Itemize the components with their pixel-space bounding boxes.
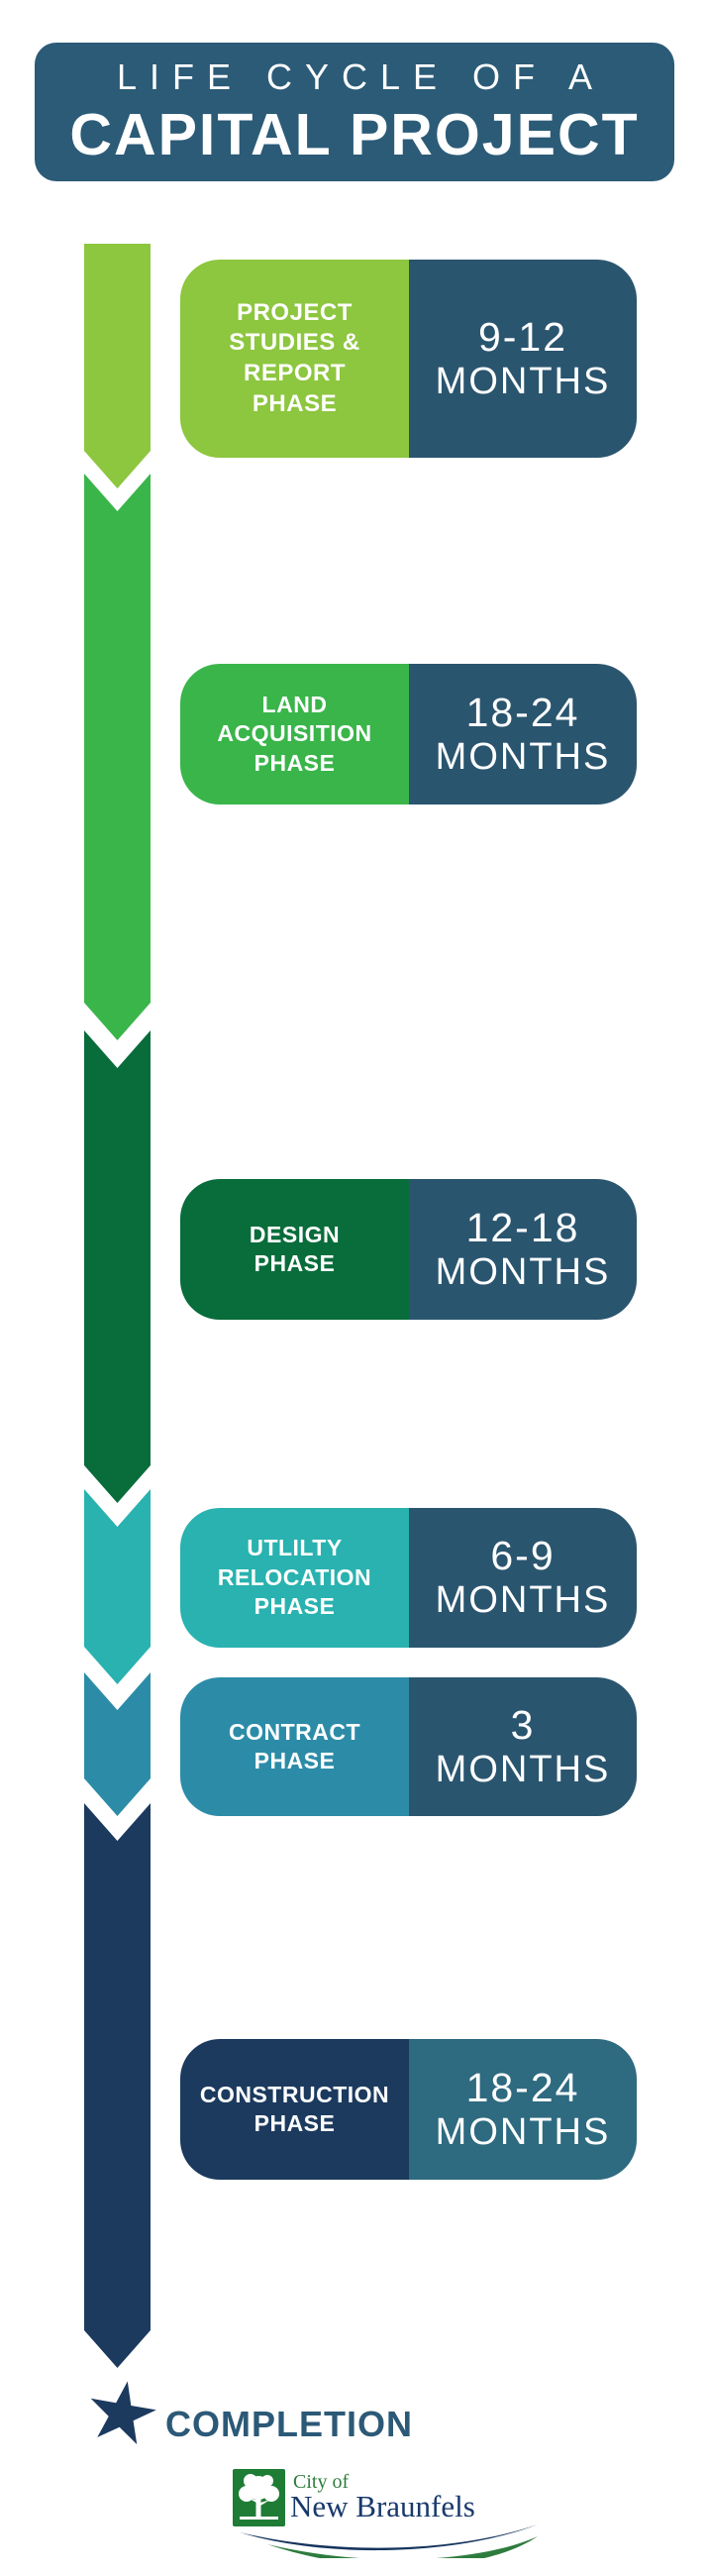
phase-duration-panel: 6-9 MONTHS — [409, 1508, 637, 1648]
phase-card-project-studies: PROJECT STUDIES & REPORT PHASE 9-12 MONT… — [180, 260, 637, 458]
phase-name-line: PHASE — [253, 2110, 336, 2136]
duration-unit: MONTHS — [435, 1748, 611, 1790]
timeline-arrow-segment-6 — [84, 1803, 151, 2368]
phase-card-contract: CONTRACT PHASE 3 MONTHS — [180, 1677, 637, 1816]
phase-name-line: RELOCATION — [217, 1563, 372, 1590]
phase-duration-panel: 12-18 MONTHS — [409, 1179, 637, 1320]
phase-name-panel: CONSTRUCTION PHASE — [180, 2039, 409, 2180]
phase-name-panel: PROJECT STUDIES & REPORT PHASE — [180, 260, 409, 458]
duration-value: 18-24 — [465, 2064, 580, 2110]
phase-name-line: PHASE — [253, 1250, 336, 1276]
duration-unit: MONTHS — [435, 2110, 611, 2153]
duration-unit: MONTHS — [435, 360, 611, 402]
phase-name-line: PHASE — [253, 1593, 336, 1620]
phase-name-panel: CONTRACT PHASE — [180, 1677, 409, 1816]
phase-name-line: ACQUISITION — [217, 720, 372, 747]
timeline-arrow-segment-2 — [84, 474, 151, 1040]
timeline-arrow-segment-3 — [84, 1030, 151, 1503]
phase-duration-panel: 3 MONTHS — [409, 1677, 637, 1816]
completion-label: COMPLETION — [165, 2404, 413, 2444]
title-line2: CAPITAL PROJECT — [69, 101, 640, 167]
phase-name-line: PHASE — [253, 1748, 336, 1773]
phase-name-panel: DESIGN PHASE — [180, 1179, 409, 1320]
phase-name-line: REPORT — [243, 360, 346, 386]
phase-duration-panel: 18-24 MONTHS — [409, 2039, 637, 2180]
phase-name-line: PHASE — [253, 749, 336, 776]
timeline-arrow-segment-5 — [84, 1672, 151, 1816]
phase-name-line: CONSTRUCTION — [199, 2081, 390, 2107]
phase-name-line: UTLILTY — [247, 1535, 343, 1561]
phase-card-construction: CONSTRUCTION PHASE 18-24 MONTHS — [180, 2039, 637, 2180]
duration-value: 6-9 — [490, 1533, 556, 1579]
phase-name-panel: UTLILTY RELOCATION PHASE — [180, 1508, 409, 1648]
city-logo-line1: City of — [293, 2471, 350, 2493]
city-logo-line2: New Braunfels — [290, 2489, 475, 2523]
timeline-arrow-segment-4 — [84, 1489, 151, 1684]
phase-name-line: CONTRACT — [228, 1718, 361, 1745]
duration-value: 12-18 — [465, 1204, 580, 1250]
phase-name-line: DESIGN — [249, 1221, 341, 1247]
phase-name-line: STUDIES & — [229, 329, 360, 357]
city-logo-swoosh — [240, 2524, 538, 2558]
duration-value: 18-24 — [465, 689, 580, 735]
phase-name-panel: LAND ACQUISITION PHASE — [180, 664, 409, 805]
title-line1: LIFE CYCLE OF A — [116, 55, 606, 97]
phase-name-line: PROJECT — [237, 298, 353, 326]
duration-unit: MONTHS — [435, 1250, 611, 1293]
phase-name-line: PHASE — [252, 389, 338, 417]
phase-card-land-acquisition: LAND ACQUISITION PHASE 18-24 MONTHS — [180, 664, 637, 805]
phase-card-design: DESIGN PHASE 12-18 MONTHS — [180, 1179, 637, 1320]
duration-value: 3 — [510, 1701, 536, 1748]
completion-star-icon — [82, 2375, 162, 2452]
timeline-arrow-segment-1 — [84, 244, 151, 488]
duration-unit: MONTHS — [435, 735, 611, 778]
title-box: LIFE CYCLE OF A CAPITAL PROJECT — [35, 43, 674, 181]
duration-value: 9-12 — [477, 313, 568, 360]
phase-name-line: LAND — [261, 691, 328, 717]
duration-unit: MONTHS — [435, 1579, 611, 1622]
phase-duration-panel: 18-24 MONTHS — [409, 664, 637, 805]
phase-card-utility-relocation: UTLILTY RELOCATION PHASE 6-9 MONTHS — [180, 1508, 637, 1648]
phase-duration-panel: 9-12 MONTHS — [409, 260, 637, 458]
city-logo-tree-icon — [233, 2469, 285, 2526]
